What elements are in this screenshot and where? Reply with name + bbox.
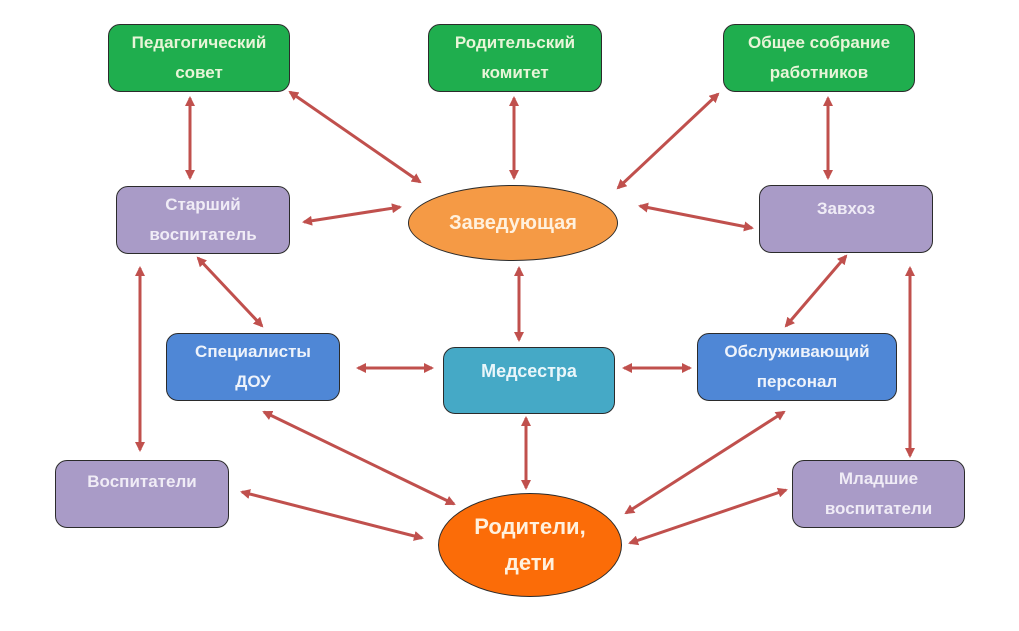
node-obsluzhivayushiy-personal: Обслуживающий персонал: [697, 333, 897, 401]
node-label: Медсестра: [481, 361, 577, 381]
arrow-ped_sovet-zaveduyushaya: [288, 90, 422, 184]
node-vospitateli: Воспитатели: [55, 460, 229, 528]
node-obshee-sobranie: Общее собрание работников: [723, 24, 915, 92]
arrow-vospitateli-roditeli: [240, 489, 424, 541]
node-label: Родительский комитет: [454, 33, 576, 82]
node-rod-komitet: Родительский комитет: [428, 24, 602, 92]
node-label: Завхоз: [816, 199, 876, 218]
node-specialisty-dou: Специалисты ДОУ: [166, 333, 340, 401]
node-roditeli-deti: Родители, дети: [438, 493, 622, 597]
node-ped-sovet: Педагогический совет: [108, 24, 290, 92]
arrow-starshiy_vosp-specialisty: [196, 256, 264, 328]
node-label: Общее собрание работников: [747, 33, 891, 82]
node-label: Родители, дети: [474, 514, 586, 575]
node-mladshie-vospitateli: Младшие воспитатели: [792, 460, 965, 528]
arrow-starshiy_vosp-zaveduyushaya: [302, 203, 402, 226]
node-starshiy-vospitatel: Старший воспитатель: [116, 186, 290, 254]
node-label: Обслуживающий персонал: [724, 342, 870, 391]
arrow-specialisty-roditeli: [262, 410, 456, 506]
node-label: Старший воспитатель: [149, 195, 257, 244]
node-zavhoz: Завхоз: [759, 185, 933, 253]
node-label: Заведующая: [449, 212, 577, 234]
arrow-mladshie-roditeli: [628, 487, 788, 546]
node-zaveduyushaya: Заведующая: [408, 185, 618, 261]
node-label: Специалисты ДОУ: [195, 342, 311, 391]
arrow-obshee_sobranie-zaveduyushaya: [616, 92, 720, 190]
node-label: Педагогический совет: [131, 33, 267, 82]
arrow-zaveduyushaya-zavhoz: [638, 202, 754, 232]
node-medsestra: Медсестра: [443, 347, 615, 414]
node-label: Воспитатели: [87, 472, 197, 491]
arrow-zavhoz-obsluzh: [784, 254, 848, 328]
node-label: Младшие воспитатели: [824, 469, 933, 518]
